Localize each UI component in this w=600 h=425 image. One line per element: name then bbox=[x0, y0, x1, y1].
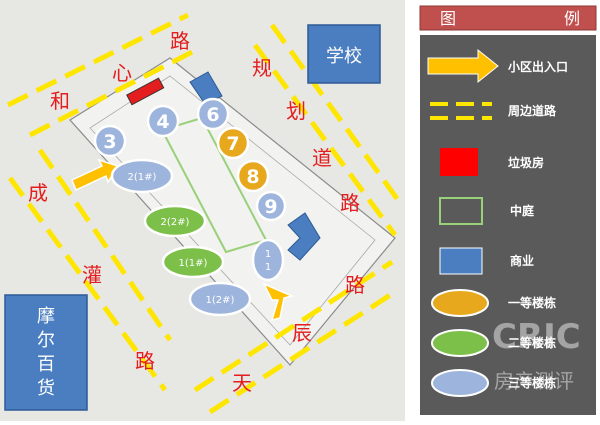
building-7 bbox=[216, 126, 250, 160]
road-west-inner bbox=[37, 148, 173, 342]
watermark-subtext: 房产测评 bbox=[494, 369, 574, 393]
building-9-label: 9 bbox=[264, 196, 277, 218]
road-east-outer bbox=[269, 23, 401, 202]
building-1-1 bbox=[161, 245, 225, 279]
legend-first-class-building-icon bbox=[431, 289, 489, 317]
watermark-logo: CRIC bbox=[492, 317, 581, 357]
legend-road-dash-icon bbox=[430, 102, 492, 120]
buildings-second-class: 2(2#) 1(1#) bbox=[143, 204, 225, 279]
building-6-label: 6 bbox=[206, 104, 219, 126]
legend-title-bar bbox=[419, 5, 597, 31]
legend-garbage-room-icon bbox=[440, 148, 478, 176]
road-east-char-1: 规 bbox=[252, 56, 272, 80]
commercial-east bbox=[287, 212, 321, 261]
road-south-char-3: 路 bbox=[345, 273, 365, 297]
legend-commercial-icon bbox=[439, 247, 483, 275]
road-north-char-1: 和 bbox=[50, 89, 70, 113]
mall-label-char-2: 尔 bbox=[37, 330, 55, 351]
garbage-room bbox=[126, 77, 165, 106]
legend-title-right: 例 bbox=[564, 9, 580, 28]
legend-label-third-class: 三等楼栋 bbox=[508, 375, 556, 390]
road-west-char-1: 成 bbox=[28, 181, 48, 205]
road-west-outer bbox=[7, 176, 168, 392]
buildings-first-class: 7 8 bbox=[216, 126, 270, 193]
school-label: 学校 bbox=[326, 46, 362, 67]
building-1-2-label: 1(2#) bbox=[206, 295, 235, 306]
building-9 bbox=[255, 190, 287, 222]
road-north-char-3: 路 bbox=[170, 29, 190, 53]
building-8 bbox=[236, 159, 270, 193]
road-east-char-4: 路 bbox=[340, 191, 360, 215]
building-6 bbox=[196, 97, 230, 131]
building-8-label: 8 bbox=[246, 166, 259, 188]
school-block bbox=[307, 24, 381, 84]
legend-label-first-class: 一等楼栋 bbox=[508, 295, 556, 310]
legend-label-courtyard: 中庭 bbox=[510, 203, 534, 218]
commercial-north bbox=[189, 71, 223, 105]
legend-label-garbage: 垃圾房 bbox=[508, 155, 544, 170]
building-2-2 bbox=[143, 204, 207, 238]
legend-label-road: 周边道路 bbox=[508, 103, 557, 118]
roads-group bbox=[6, 12, 401, 415]
mall-block bbox=[4, 294, 88, 411]
building-2-2-label: 2(2#) bbox=[161, 217, 190, 228]
building-4 bbox=[146, 104, 180, 138]
mall-label-char-4: 货 bbox=[37, 378, 55, 399]
road-labels: 和 心 路 规 划 道 路 成 灌 路 天 辰 路 bbox=[28, 29, 365, 395]
buildings-third-class: 3 4 6 9 2(1#) 1(2#) 1 1 bbox=[93, 97, 287, 317]
legend-labels: 小区出入口 周边道路 垃圾房 中庭 商业 一等楼栋 二等楼栋 三等楼栋 bbox=[508, 59, 568, 390]
road-east-inner bbox=[252, 43, 398, 237]
building-2-1 bbox=[110, 158, 174, 194]
building-1-tall-label-b: 1 bbox=[265, 262, 271, 273]
road-south-char-1: 天 bbox=[232, 371, 252, 395]
building-1-tall bbox=[251, 238, 285, 282]
legend-third-class-building-icon bbox=[431, 369, 489, 397]
road-east-char-3: 道 bbox=[312, 146, 332, 170]
building-7-label: 7 bbox=[226, 133, 239, 155]
road-south-inner bbox=[193, 259, 394, 393]
building-2-1-label: 2(1#) bbox=[128, 172, 157, 183]
legend-courtyard-icon bbox=[439, 197, 483, 225]
mall-label-char-1: 摩 bbox=[37, 306, 55, 327]
building-4-label: 4 bbox=[156, 111, 169, 133]
road-north-char-2: 心 bbox=[112, 61, 132, 85]
mall-label-char-3: 百 bbox=[37, 354, 55, 375]
building-1-1-label: 1(1#) bbox=[179, 258, 208, 269]
legend-label-commercial: 商业 bbox=[510, 253, 534, 268]
building-1-tall-label-a: 1 bbox=[265, 249, 271, 260]
road-south-char-2: 辰 bbox=[292, 321, 312, 345]
building-3 bbox=[93, 124, 127, 158]
legend-entrance-arrow-icon bbox=[427, 48, 499, 84]
road-east-char-2: 划 bbox=[286, 99, 306, 123]
legend-label-second-class: 二等楼栋 bbox=[508, 335, 556, 350]
road-west-char-3: 路 bbox=[135, 349, 155, 373]
road-west-char-2: 灌 bbox=[82, 263, 102, 287]
legend-label-entrance: 小区出入口 bbox=[508, 59, 568, 74]
building-1-2 bbox=[188, 281, 252, 317]
entrance-south-arrow bbox=[262, 282, 295, 322]
legend-second-class-building-icon bbox=[431, 329, 489, 357]
road-south-outer bbox=[208, 287, 400, 415]
building-3-label: 3 bbox=[103, 131, 116, 153]
legend-title-left: 图 bbox=[440, 9, 456, 28]
road-north-outer bbox=[6, 12, 190, 108]
